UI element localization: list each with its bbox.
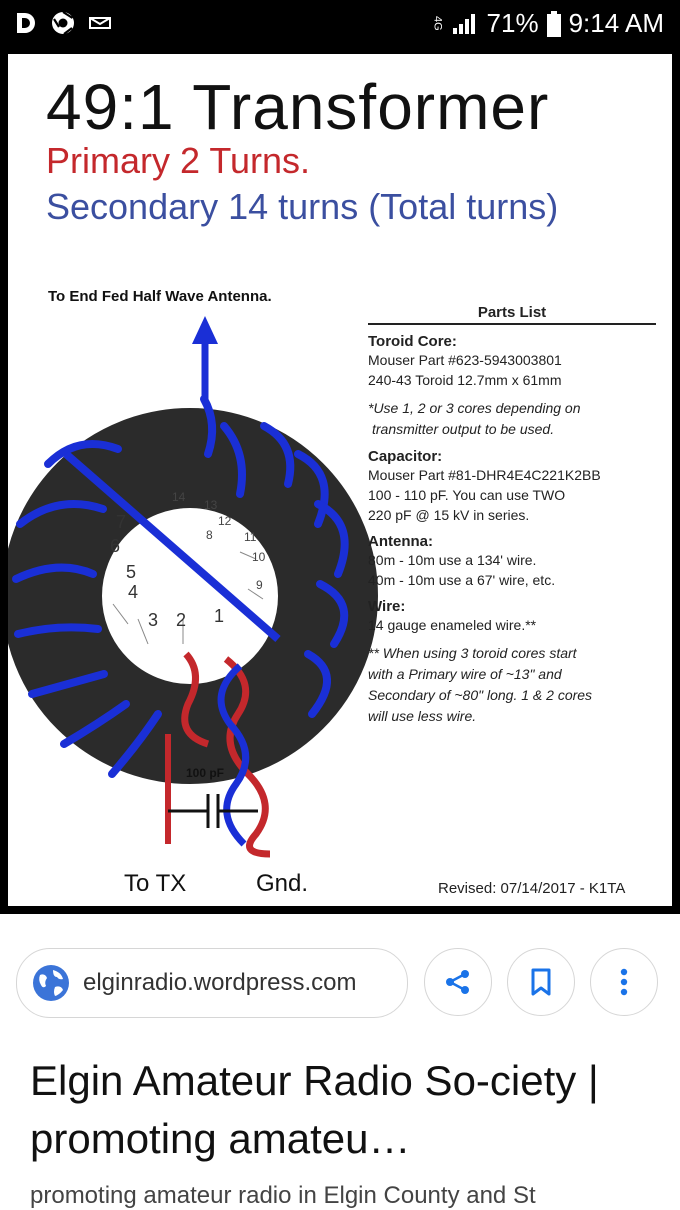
antenna-arrow-label: To End Fed Half Wave Antenna. bbox=[48, 288, 272, 305]
toroid-note-line: *Use 1, 2 or 3 cores depending on bbox=[368, 400, 581, 416]
twisted-pair bbox=[181, 651, 271, 858]
revised-label: Revised: 07/14/2017 - K1TA bbox=[438, 880, 626, 897]
turn-number-3: 3 bbox=[148, 610, 159, 630]
bookmark-icon bbox=[531, 968, 551, 996]
turn-number-1: 1 bbox=[214, 606, 225, 626]
capacitor-line: 100 - 110 pF. You can use TWO bbox=[368, 487, 566, 503]
status-right: 4G 71% 9:14 AM bbox=[432, 8, 664, 39]
toroid-line: 240-43 Toroid 12.7mm x 61mm bbox=[368, 372, 562, 388]
antenna-line: 40m - 10m use a 67' wire, etc. bbox=[368, 572, 556, 588]
turn-number-4: 4 bbox=[128, 582, 139, 602]
gnd-label: Gnd. bbox=[256, 870, 309, 897]
turn-number-12: 12 bbox=[218, 514, 232, 528]
capacitor-label: 100 pF bbox=[186, 766, 225, 780]
antenna-line: 80m - 10m use a 134' wire. bbox=[368, 552, 537, 568]
battery-icon bbox=[546, 10, 561, 37]
toroid-heading: Toroid Core: bbox=[368, 333, 457, 350]
turn-number-14: 14 bbox=[172, 490, 186, 504]
toroid-note: *Use 1, 2 or 3 cores depending on transm… bbox=[368, 398, 668, 440]
image-viewer[interactable]: 49:1 Transformer Primary 2 Turns. Second… bbox=[0, 48, 680, 914]
wire-line: 14 gauge enameled wire.** bbox=[368, 617, 537, 633]
turn-number-8: 8 bbox=[206, 528, 213, 542]
turn-number-6: 6 bbox=[110, 536, 121, 556]
capacitor-line: Mouser Part #81-DHR4E4C221K2BB bbox=[368, 467, 601, 483]
toroid-line: Mouser Part #623-5943003801 bbox=[368, 352, 562, 368]
share-button[interactable] bbox=[424, 948, 492, 1016]
network-label: 4G bbox=[431, 16, 444, 31]
result-snippet: promoting amateur radio in Elgin County … bbox=[30, 1182, 536, 1209]
status-left bbox=[14, 10, 114, 36]
signal-icon bbox=[452, 13, 475, 34]
secondary-diagonal bbox=[63, 450, 281, 643]
wire-note-line: ** When using 3 toroid cores start bbox=[368, 645, 577, 661]
turn-number-2: 2 bbox=[176, 610, 187, 630]
primary-turns-label: Primary 2 Turns. bbox=[46, 140, 311, 181]
status-bar: 4G 71% 9:14 AM bbox=[0, 0, 680, 48]
parts-list: Parts List Toroid Core: Mouser Part #623… bbox=[368, 304, 668, 727]
clock: 9:14 AM bbox=[568, 8, 664, 38]
transformer-diagram-image[interactable]: 49:1 Transformer Primary 2 Turns. Second… bbox=[8, 54, 672, 906]
wire-note: ** When using 3 toroid cores start with … bbox=[368, 643, 668, 727]
to-tx-label: To TX bbox=[124, 870, 187, 897]
toroid-diagram bbox=[8, 316, 378, 858]
d-app-icon bbox=[17, 13, 35, 33]
toroid-note-line: transmitter output to be used. bbox=[372, 421, 555, 437]
capacitor-heading: Capacitor: bbox=[368, 448, 443, 465]
parts-list-heading: Parts List bbox=[368, 304, 656, 325]
source-link-chip[interactable]: elginradio.wordpress.com bbox=[16, 948, 408, 1018]
globe-icon bbox=[33, 965, 69, 1001]
chrome-icon bbox=[52, 11, 74, 35]
turn-number-10: 10 bbox=[252, 550, 266, 564]
turn-number-5: 5 bbox=[126, 562, 137, 582]
antenna-arrow-head bbox=[192, 316, 218, 344]
secondary-windings bbox=[12, 395, 349, 778]
wire-heading: Wire: bbox=[368, 598, 406, 615]
wire-note-line: will use less wire. bbox=[368, 708, 477, 724]
result-title[interactable]: Elgin Amateur Radio So-ciety | promoting… bbox=[30, 1057, 599, 1162]
turn-number-7: 7 bbox=[116, 512, 127, 532]
battery-percent: 71% bbox=[486, 8, 539, 38]
capacitor-symbol bbox=[168, 794, 258, 828]
turn-leader-lines bbox=[112, 551, 264, 645]
wire-note-line: with a Primary wire of ~13" and bbox=[368, 666, 562, 682]
turn-number-9: 9 bbox=[256, 578, 263, 592]
more-vert-icon bbox=[620, 968, 628, 996]
turn-number-11: 11 bbox=[244, 530, 257, 544]
turn-number-13: 13 bbox=[204, 498, 218, 512]
bookmark-button[interactable] bbox=[507, 948, 575, 1016]
source-domain: elginradio.wordpress.com bbox=[83, 969, 357, 996]
diagram-title: 49:1 Transformer bbox=[46, 71, 550, 143]
email-icon bbox=[89, 17, 111, 29]
more-options-button[interactable] bbox=[590, 948, 658, 1016]
secondary-turns-label: Secondary 14 turns (Total turns) bbox=[46, 186, 559, 227]
wire-note-line: Secondary of ~80" long. 1 & 2 cores bbox=[368, 687, 593, 703]
share-icon bbox=[446, 970, 469, 994]
capacitor-line: 220 pF @ 15 kV in series. bbox=[368, 507, 530, 523]
antenna-heading: Antenna: bbox=[368, 533, 433, 550]
